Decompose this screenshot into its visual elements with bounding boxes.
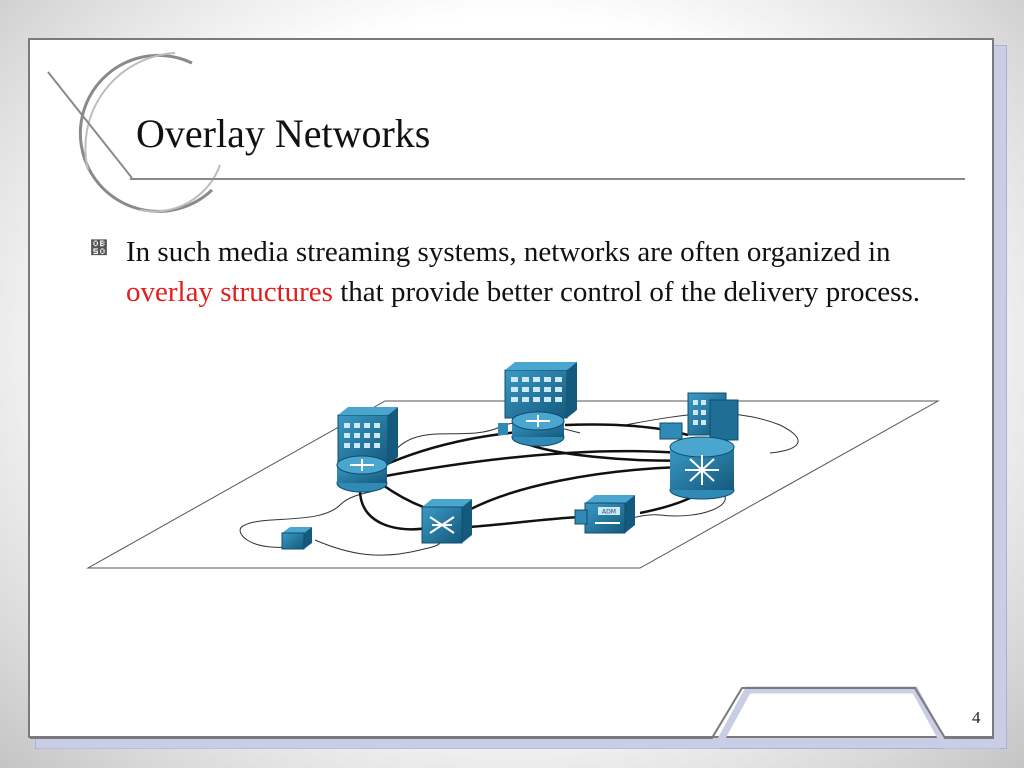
building-router-icon: [336, 407, 398, 493]
optical-switch-icon: [421, 499, 472, 544]
edge-device-icon: [281, 527, 312, 550]
title-underline: [130, 178, 965, 180]
adm-label: ADM: [602, 509, 616, 516]
overlay-network-diagram: ADM: [86, 362, 940, 569]
bullet-text-before: In such media streaming systems, network…: [126, 236, 891, 268]
adm-device-icon: ADM: [574, 495, 635, 534]
bullet-icon: ୐: [90, 238, 108, 259]
bullet-highlight: overlay structures: [126, 276, 333, 308]
overlay-link: [379, 449, 681, 479]
physical-link: [624, 413, 799, 454]
bullet-paragraph: In such media streaming systems, network…: [126, 232, 926, 312]
page-number: 4: [972, 708, 981, 727]
building-switch-icon: [659, 392, 739, 500]
bullet-text-after: that provide better control of the deliv…: [340, 276, 921, 308]
overlay-link: [459, 465, 681, 517]
slide-title: Overlay Networks: [136, 111, 431, 156]
building-router-icon: [498, 362, 577, 447]
